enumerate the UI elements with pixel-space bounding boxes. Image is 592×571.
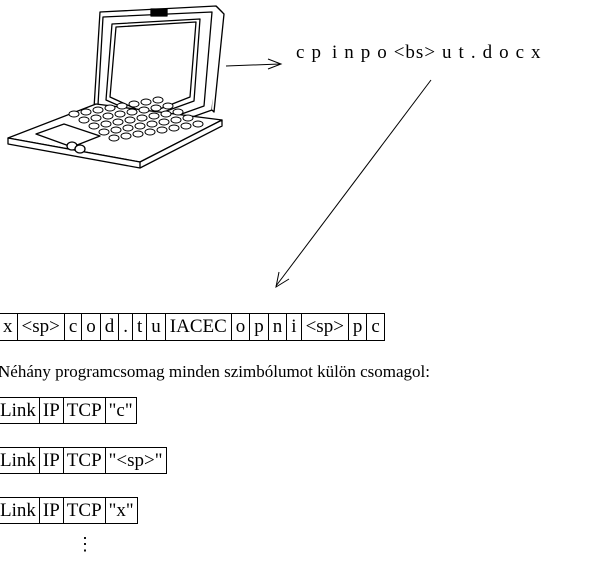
buffer-cell: o [82, 313, 101, 341]
key [162, 102, 174, 110]
buffer-cell: c [64, 313, 83, 341]
buffer-cell: <sp> [301, 313, 349, 341]
buffer-cell: t [133, 313, 148, 341]
keyboard-icon [68, 96, 204, 142]
key [150, 104, 162, 112]
buffer-cell: d [100, 313, 120, 341]
key [112, 118, 124, 126]
packet-payload-field: "c" [105, 397, 137, 424]
typed-char: n [344, 42, 355, 63]
key [160, 110, 172, 118]
buffer-cell: u [147, 313, 166, 341]
key [192, 120, 204, 128]
arrow-to-buffer [275, 79, 432, 289]
key [158, 118, 170, 126]
key [170, 116, 182, 124]
typed-char: u [442, 42, 453, 63]
packet-payload-field: "x" [105, 497, 138, 524]
packet-ip-field: IP [39, 447, 64, 474]
key [124, 116, 136, 124]
key [122, 124, 134, 132]
key [68, 110, 80, 118]
typed-char: p [311, 42, 322, 63]
key [144, 128, 156, 136]
packet-tcp-field: TCP [63, 497, 106, 524]
typed-char: c [515, 42, 526, 63]
typed-char: d [482, 42, 494, 63]
typed-char: o [377, 42, 388, 63]
arrow-to-command [225, 58, 283, 70]
packet-tcp-field: TCP [63, 397, 106, 424]
key [168, 124, 180, 132]
key [80, 108, 92, 116]
caption-text: Néhány programcsomag minden szimbólumot … [0, 362, 431, 381]
laptop-icon [7, 5, 225, 169]
key [88, 122, 100, 130]
key [146, 120, 158, 128]
key [116, 102, 128, 110]
key [114, 110, 126, 118]
key [92, 106, 104, 114]
typed-char: <bs> [393, 42, 437, 63]
key [78, 116, 90, 124]
buffer-cell: x [0, 313, 18, 341]
buffer-cell: IACEC [165, 313, 232, 341]
key [136, 114, 148, 122]
key [90, 114, 102, 122]
packet-link-field: Link [0, 447, 40, 474]
key [128, 100, 140, 108]
packet-payload-field: "<sp>" [105, 447, 167, 474]
packet-ip-field: IP [39, 397, 64, 424]
key [180, 122, 192, 130]
packet-link-field: Link [0, 497, 40, 524]
buffer-cell: n [268, 313, 288, 341]
buffer-cell: i [287, 313, 302, 341]
key [100, 120, 112, 128]
typed-char: c [296, 42, 306, 63]
key [102, 112, 114, 120]
key [134, 122, 146, 130]
buffer-cell: p [250, 313, 269, 341]
key [182, 114, 194, 122]
buffer-cell: c [367, 313, 385, 341]
buffer-cell: . [119, 313, 134, 341]
key [132, 130, 144, 138]
key [98, 128, 110, 136]
key [152, 96, 164, 104]
key [140, 98, 152, 106]
typed-char: i [331, 42, 339, 63]
buffer-cell: o [231, 313, 251, 341]
typed-char: p [360, 42, 372, 63]
packet-link-field: Link [0, 397, 40, 424]
packet-ip-field: IP [39, 497, 64, 524]
key [104, 104, 116, 112]
typed-char: t [458, 42, 465, 63]
key [110, 126, 122, 134]
key [156, 126, 168, 134]
key [126, 108, 138, 116]
key [138, 106, 150, 114]
key [120, 132, 132, 140]
buffer-cell: <sp> [17, 313, 65, 341]
typed-char: . [470, 42, 477, 63]
ellipsis: ⋮ [76, 534, 94, 554]
typed-char: x [531, 42, 542, 63]
packet-tcp-field: TCP [63, 447, 106, 474]
key [108, 134, 120, 142]
key [148, 112, 160, 120]
key [172, 108, 184, 116]
buffer-cell: p [348, 313, 368, 341]
typed-char: o [499, 42, 510, 63]
